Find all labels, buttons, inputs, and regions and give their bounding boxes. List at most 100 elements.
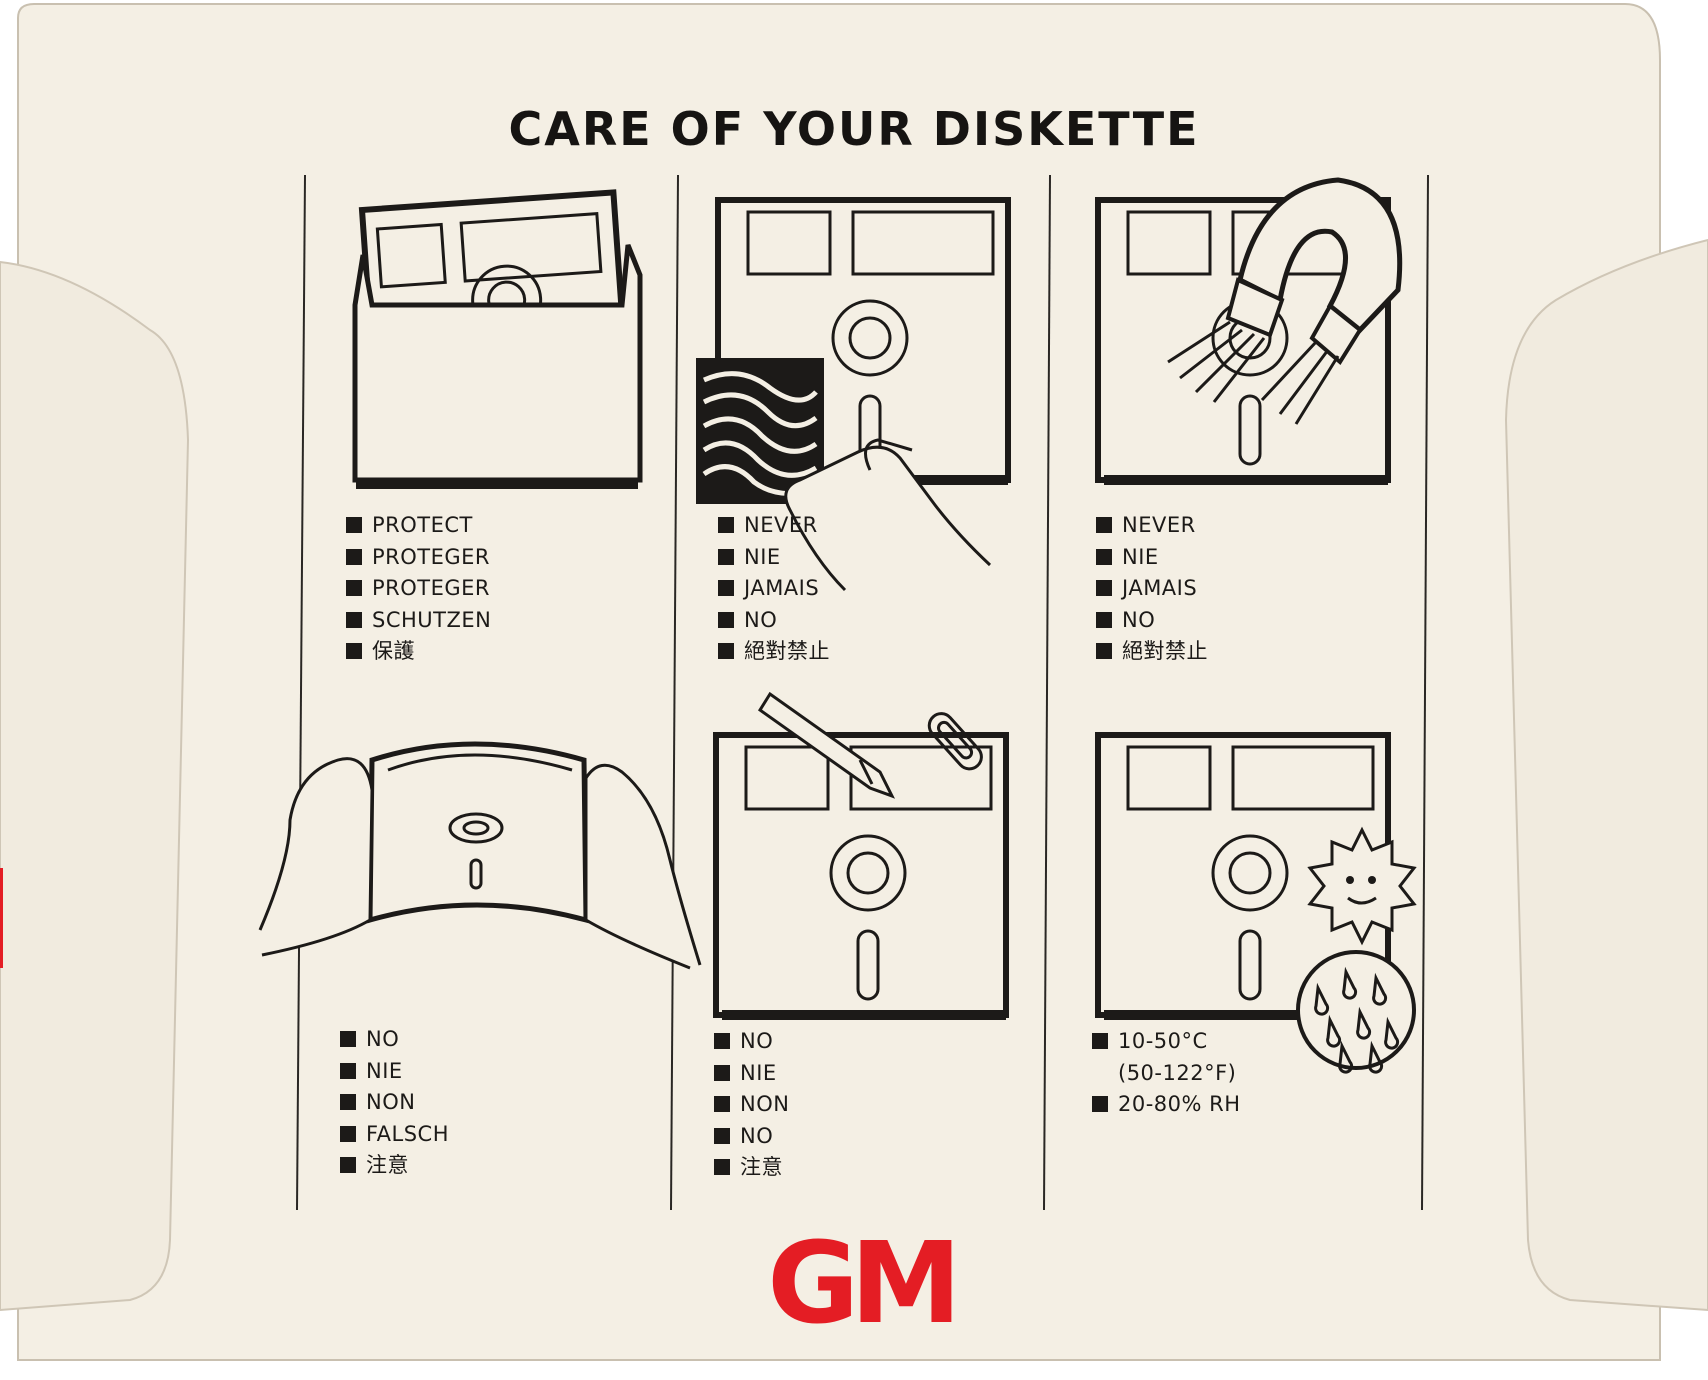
list-item-text: (50-122°F) — [1118, 1060, 1237, 1085]
fingers-labels: NEVER NIE JAMAIS NO 絕對禁止 — [718, 510, 830, 668]
bullet-square — [340, 1094, 356, 1110]
list-item-text: NEVER — [1122, 513, 1196, 537]
bullet-square — [1096, 517, 1112, 533]
list-item: NO — [714, 1026, 789, 1058]
list-item-text: JAMAIS — [1122, 576, 1198, 600]
bullet-square — [714, 1096, 730, 1112]
magnet-illustration — [1098, 177, 1403, 480]
protect-illustration — [352, 189, 643, 489]
bullet-square — [718, 580, 734, 596]
gm-logo: GM — [767, 1219, 961, 1349]
sleeve-icon — [352, 244, 643, 483]
fingers-illustration — [696, 200, 1008, 592]
bend-illustration — [258, 741, 702, 970]
bullet-square — [346, 548, 362, 565]
list-item: 注意 — [714, 1152, 789, 1184]
list-item-text: 保護 — [372, 639, 415, 663]
list-item: NO — [718, 605, 830, 637]
list-item: (50-122°F) — [1092, 1058, 1241, 1090]
list-item: SCHUTZEN — [346, 605, 491, 637]
list-item-text: 10-50°C — [1118, 1029, 1208, 1053]
list-item-text: 絕對禁止 — [1122, 639, 1208, 663]
bullet-square — [340, 1157, 356, 1173]
list-item: JAMAIS — [1096, 573, 1208, 605]
list-item: JAMAIS — [718, 573, 830, 605]
bullet-square — [714, 1064, 730, 1081]
bullet-square — [340, 1031, 356, 1047]
bullet-square — [714, 1159, 730, 1175]
list-item: NIE — [718, 542, 830, 574]
bullet-square — [340, 1125, 356, 1142]
column-dividers — [296, 174, 1429, 1211]
envelope-flap-right — [1504, 238, 1708, 1312]
sun-icon — [1307, 826, 1417, 946]
envelope-flap-left — [0, 260, 190, 1312]
bullet-square — [1096, 643, 1112, 659]
list-item: PROTECT — [346, 510, 491, 542]
list-item: NO — [714, 1121, 789, 1153]
bullet-square — [718, 611, 734, 628]
list-item-text: NON — [740, 1092, 790, 1116]
list-item-text: NO — [740, 1123, 774, 1148]
list-item-text: JAMAIS — [744, 576, 820, 600]
list-item: NIE — [714, 1058, 789, 1090]
bullet-square — [1096, 611, 1112, 628]
bullet-square — [346, 580, 362, 596]
rain-drops-icon — [1296, 950, 1416, 1074]
list-item-text: 注意 — [740, 1155, 783, 1179]
bullet-square — [346, 517, 362, 533]
list-item-text: NIE — [740, 1060, 777, 1085]
magnet-labels: NEVER NIE JAMAIS NO 絕對禁止 — [1096, 510, 1208, 668]
bullet-square — [340, 1062, 356, 1079]
list-item-text: NIE — [744, 544, 781, 569]
pencil-labels: NO NIE NON NO 注意 — [714, 1026, 789, 1184]
bullet-square — [1092, 1096, 1108, 1112]
list-item-text: NIE — [1122, 544, 1159, 569]
bullet-square — [1096, 580, 1112, 596]
page-title: CARE OF YOUR DISKETTE — [508, 102, 1200, 156]
bullet-square — [714, 1033, 730, 1049]
list-item-text: NO — [366, 1027, 400, 1051]
list-item-text: 注意 — [366, 1153, 409, 1177]
list-item-text: 絕對禁止 — [744, 639, 830, 663]
list-item: 絕對禁止 — [1096, 636, 1208, 668]
list-item: NEVER — [718, 510, 830, 542]
bullet-square — [714, 1127, 730, 1144]
list-item-text: NEVER — [744, 513, 818, 537]
bullet-square — [1092, 1033, 1108, 1049]
list-item: 絕對禁止 — [718, 636, 830, 668]
list-item-text: PROTEGER — [372, 576, 491, 600]
bullet-square — [718, 517, 734, 533]
bullet-square — [1096, 548, 1112, 565]
list-item-text: NIE — [366, 1058, 403, 1083]
list-item: NON — [714, 1089, 789, 1121]
list-item: NON — [340, 1087, 449, 1119]
list-item-text: PROTECT — [372, 513, 473, 537]
list-item-text: SCHUTZEN — [372, 607, 492, 632]
list-item-text: NON — [366, 1090, 416, 1114]
magnet-icon — [1167, 177, 1403, 425]
list-item: FALSCH — [340, 1119, 449, 1151]
list-item: 保護 — [346, 636, 491, 668]
list-item: NO — [340, 1024, 449, 1056]
list-item: 10-50°C — [1092, 1026, 1241, 1058]
list-item: PROTEGER — [346, 573, 491, 605]
list-item: NIE — [340, 1056, 449, 1088]
bullet-square — [718, 643, 734, 659]
list-item-text: NO — [1122, 607, 1156, 632]
bullet-square — [718, 548, 734, 565]
list-item-text: NO — [740, 1029, 774, 1053]
climate-illustration — [1098, 735, 1417, 1074]
list-item: 注意 — [340, 1150, 449, 1182]
bullet-square — [346, 611, 362, 628]
list-item: PROTEGER — [346, 542, 491, 574]
list-item: NEVER — [1096, 510, 1208, 542]
hand-icon — [784, 445, 992, 592]
list-item-text: NO — [744, 607, 778, 632]
hand-icon — [258, 757, 374, 957]
paper-clip-icon — [927, 712, 983, 771]
climate-labels: 10-50°C(50-122°F)20-80% RH — [1092, 1026, 1241, 1121]
